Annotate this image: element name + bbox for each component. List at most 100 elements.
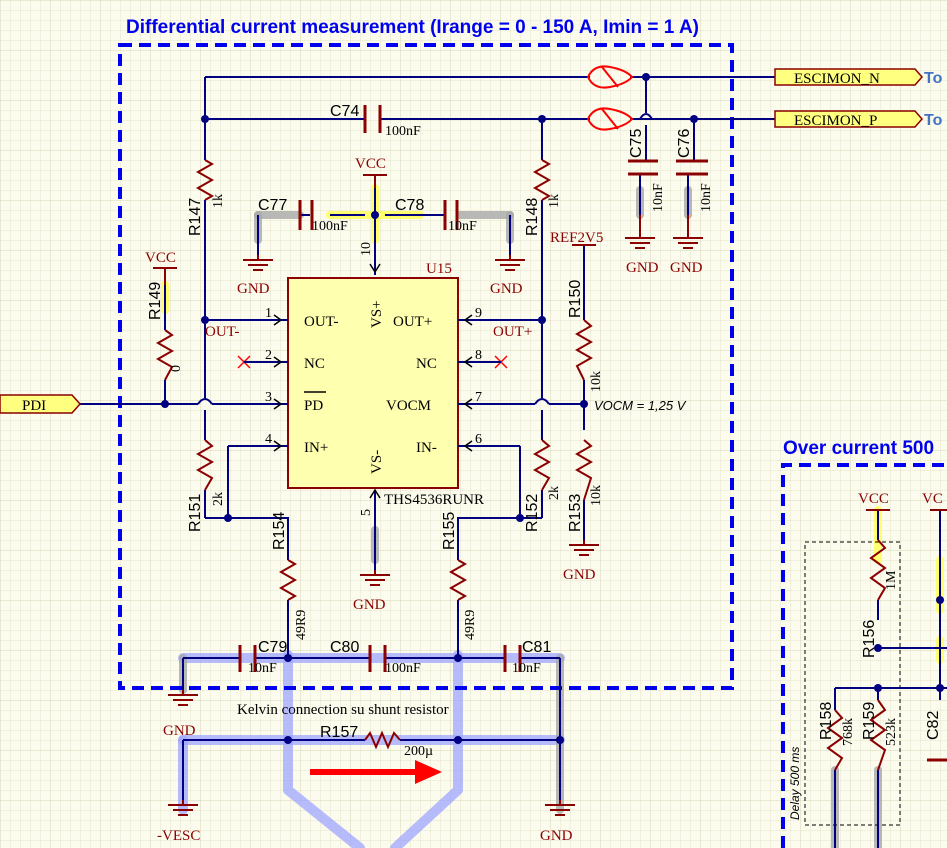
- value-r159: 523k: [884, 718, 899, 746]
- resistor-r156: [869, 539, 887, 601]
- annotation-kelvin: Kelvin connection su shunt resistor: [237, 702, 449, 718]
- resistor-r148: [532, 159, 552, 201]
- capacitor-c76: [676, 159, 708, 176]
- gnd-symbol-c76: [673, 215, 703, 249]
- junctions: [161, 73, 944, 744]
- net-label-outp: OUT+: [493, 324, 532, 340]
- gnd-symbol-c77: [243, 255, 273, 271]
- pin-number-5: 5: [359, 509, 374, 516]
- capacitor-c79: [238, 645, 257, 672]
- gnd-label-r157: GND: [540, 828, 573, 844]
- pin-number-6: 6: [475, 432, 482, 447]
- ref-r149: R149: [147, 282, 164, 320]
- net-label-outm: OUT-: [205, 324, 239, 340]
- title-overcurrent: Over current 500: [783, 438, 934, 459]
- ref-r157: R157: [320, 724, 358, 741]
- net-tie-escimon-n: [586, 65, 634, 89]
- current-arrow: [310, 760, 442, 784]
- ic-u15-body[interactable]: [287, 277, 459, 489]
- net-tie-escimon-p: [586, 107, 634, 131]
- gnd-label-c76: GND: [670, 260, 703, 276]
- ref-c78: C78: [395, 197, 424, 214]
- capacitor-c75: [628, 159, 658, 176]
- ref-c74: C74: [330, 103, 359, 120]
- ref-r156: R156: [861, 620, 878, 658]
- resistor-r159: [869, 699, 887, 771]
- port-escimon-n: [774, 68, 923, 86]
- ref-r159: R159: [861, 702, 878, 740]
- ref-r147: R147: [187, 198, 204, 236]
- pin-name-vsm: VS-: [369, 450, 385, 474]
- gnd-symbol-c75: [625, 215, 655, 249]
- power-vcc-u15: VCC: [355, 156, 386, 172]
- value-r158: 768k: [841, 718, 856, 746]
- pin-name-nc-left: NC: [304, 356, 325, 372]
- pin-arrow-4: [273, 440, 283, 452]
- ref-r152: R152: [524, 494, 541, 532]
- pin-name-pd: PD: [304, 398, 323, 414]
- pin-number-3: 3: [265, 390, 272, 405]
- power-ref2v5: REF2V5: [550, 230, 603, 246]
- ref-c76: C76: [676, 129, 693, 158]
- gnd-label-c79: GND: [163, 723, 196, 739]
- value-r150: 10k: [589, 371, 604, 392]
- ref-c82: C82: [925, 711, 942, 740]
- ref-r155: R155: [441, 512, 458, 550]
- pin-arrow-3: [273, 398, 283, 410]
- pin-name-outp: OUT+: [393, 314, 432, 330]
- resistor-r153: [574, 439, 594, 501]
- power-vc-partial: VC: [922, 491, 943, 507]
- pin-arrow-10: [369, 263, 381, 274]
- ref-r158: R158: [818, 702, 835, 740]
- ref-c79: C79: [258, 639, 287, 656]
- capacitor-c77: [298, 200, 314, 230]
- gnd-label-r153: GND: [563, 567, 596, 583]
- gnd-label-c77: GND: [237, 281, 270, 297]
- title: Differential current measurement (Irange…: [126, 17, 699, 38]
- pin-arrow-8: [463, 356, 473, 368]
- ic-ref: U15: [426, 261, 452, 277]
- pin-name-inp: IN+: [304, 440, 328, 456]
- value-c81: 10nF: [512, 661, 541, 676]
- ref-r154: R154: [271, 512, 288, 550]
- value-c79: 10nF: [248, 661, 277, 676]
- port-escimon-n-label: ESCIMON_N: [794, 71, 880, 87]
- gnd-label-c75: GND: [626, 260, 659, 276]
- capacitor-c74: [363, 105, 382, 133]
- pin-number-1: 1: [265, 306, 272, 321]
- resistor-r149: [155, 329, 175, 381]
- pin-arrow-9: [463, 314, 473, 326]
- gnd-symbol-vesc: [168, 800, 198, 816]
- resistor-r154: [278, 559, 298, 601]
- ref-r153: R153: [567, 494, 584, 532]
- value-c80: 100nF: [385, 661, 421, 676]
- pin-name-vsp: VS+: [369, 300, 385, 328]
- value-r153: 10k: [589, 485, 604, 506]
- pin-name-vocm: VOCM: [386, 398, 431, 414]
- resistor-r152: [532, 439, 552, 491]
- annotation-vocm: VOCM = 1,25 V: [594, 398, 687, 413]
- value-r155: 49R9: [463, 610, 478, 640]
- power-vcc-r156: VCC: [858, 491, 889, 507]
- port-pdi: [0, 394, 82, 414]
- pin-arrow-7: [463, 398, 473, 410]
- value-c74: 100nF: [385, 124, 421, 139]
- pin-name-inm: IN-: [416, 440, 437, 456]
- resistor-r155: [448, 559, 468, 601]
- resistor-r158: [826, 709, 844, 771]
- ic-part: THS4536RUNR: [384, 492, 484, 508]
- port-to-label-1: To: [924, 70, 943, 87]
- pin-number-9: 9: [475, 306, 482, 321]
- gnd-label-c78: GND: [490, 281, 523, 297]
- ref-c75: C75: [628, 129, 645, 158]
- ref-c77: C77: [258, 197, 287, 214]
- resistor-r147: [195, 159, 215, 201]
- value-r157: 200µ: [404, 744, 433, 759]
- annotation-delay: Delay 500 ms: [788, 747, 802, 820]
- value-c75: 10nF: [651, 183, 666, 212]
- resistor-r157: [364, 730, 401, 750]
- capacitor-c78: [443, 200, 459, 230]
- gnd-symbol-u15: [360, 570, 390, 586]
- pin-number-8: 8: [475, 348, 482, 363]
